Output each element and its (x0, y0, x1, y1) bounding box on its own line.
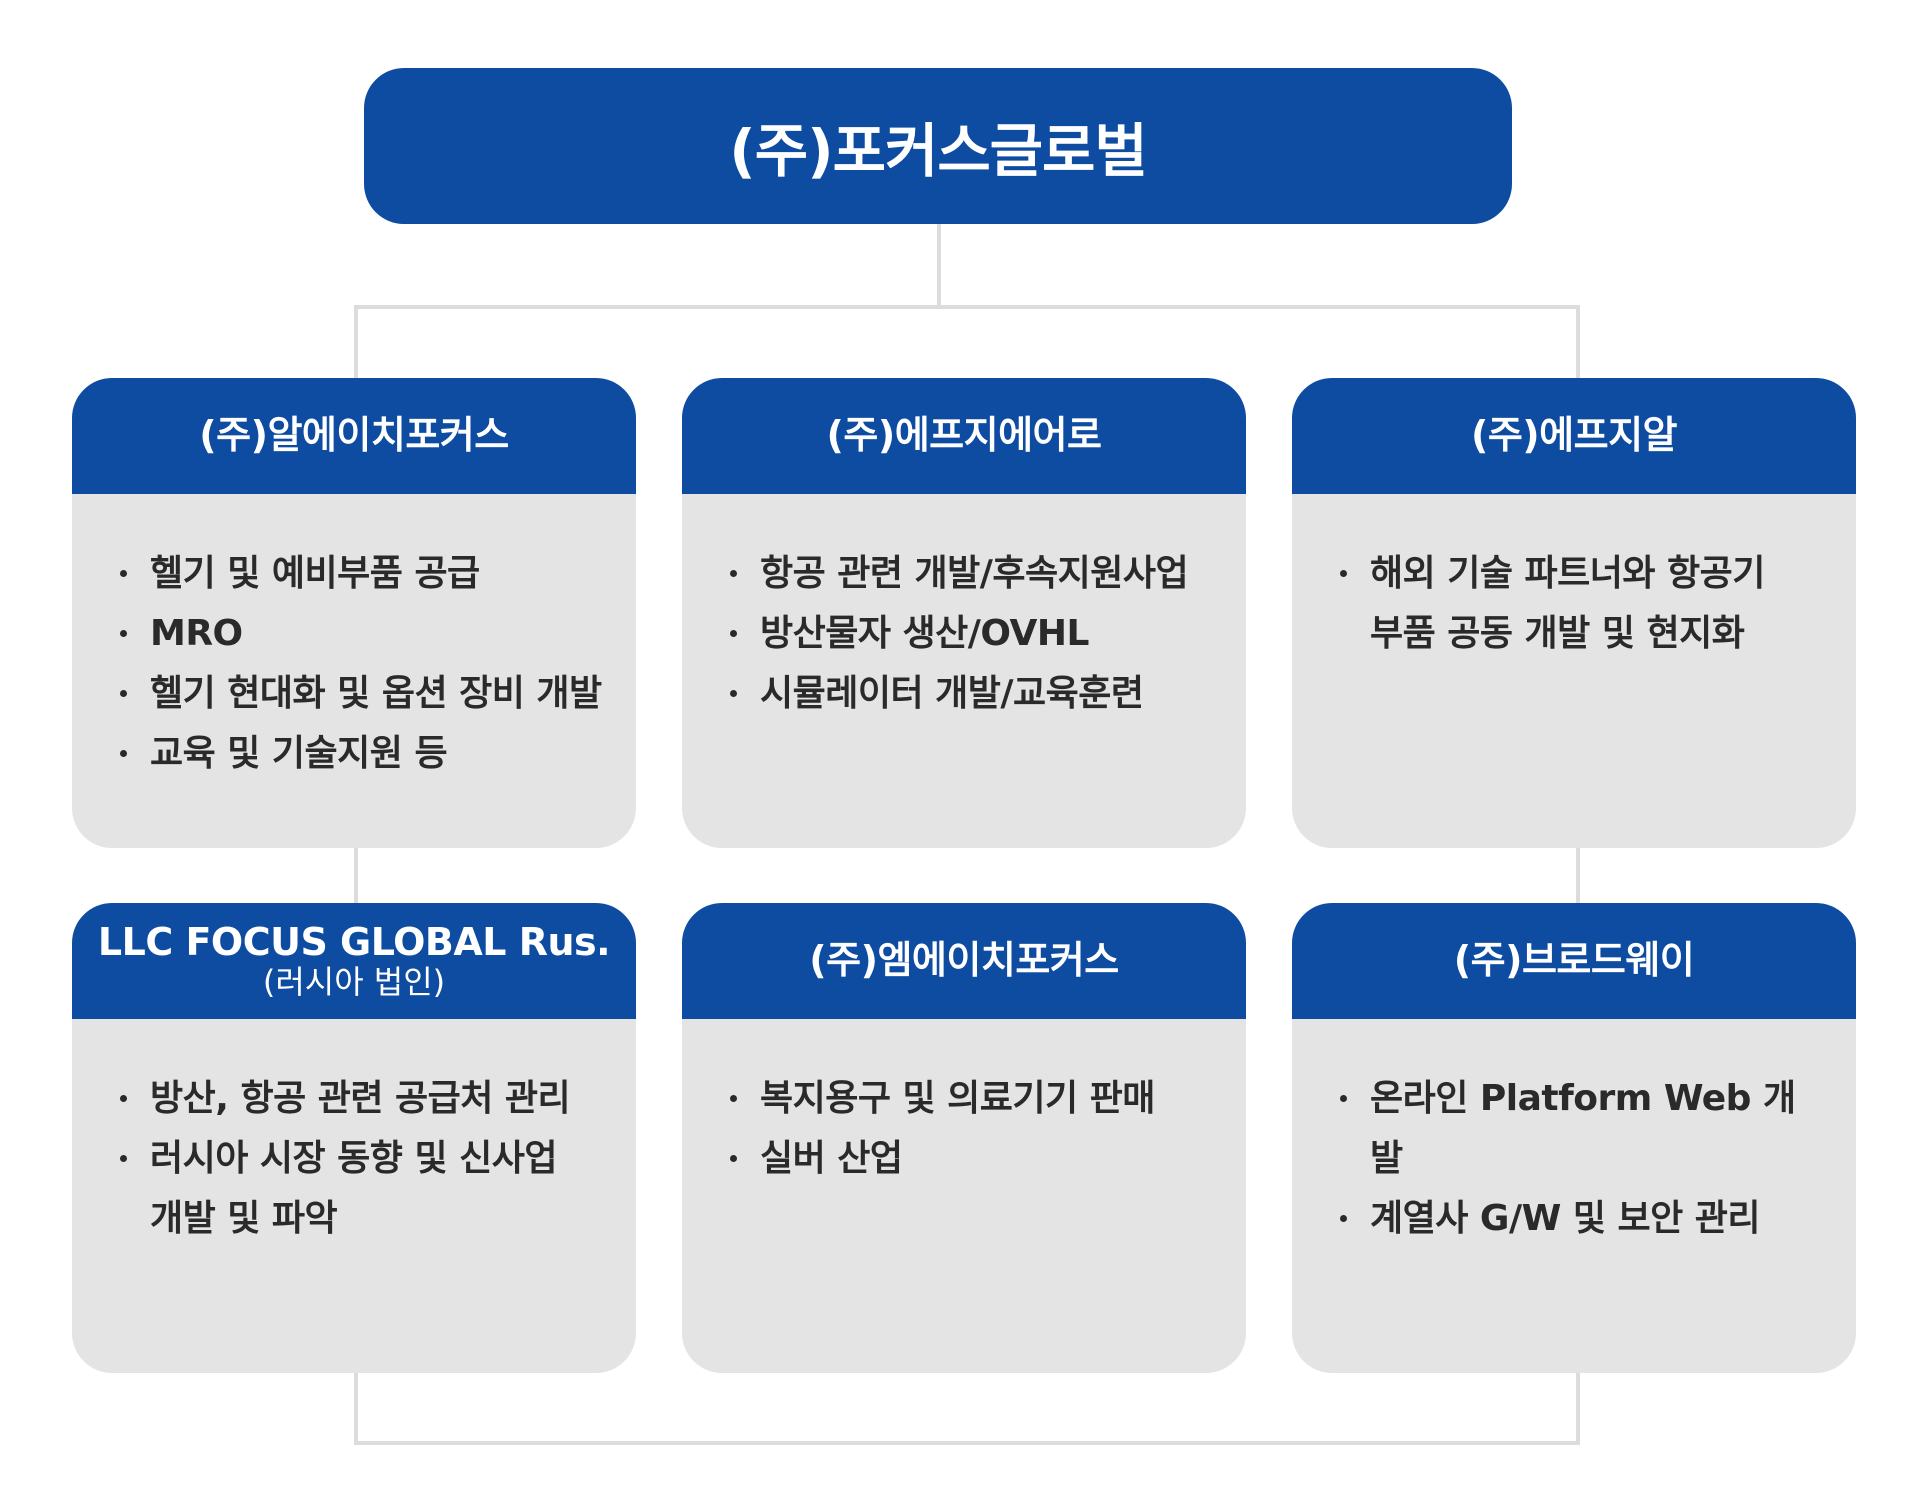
business-item: 계열사 G/W 및 보안 관리 (1332, 1189, 1826, 1249)
bullet-icon (730, 570, 737, 577)
bullet-icon (730, 1095, 737, 1102)
company-card-header: (주)에프지에어로 (682, 378, 1246, 494)
bullet-icon (1340, 1095, 1347, 1102)
business-item: 헬기 및 예비부품 공급 (112, 544, 606, 604)
business-item-text: MRO (150, 613, 243, 654)
company-name: (주)알에이치포커스 (199, 413, 509, 458)
business-list: 방산, 항공 관련 공급처 관리 러시아 시장 동향 및 신사업 개발 및 파악 (112, 1069, 606, 1249)
business-item-text: 해외 기술 파트너와 항공기 부품 공동 개발 및 현지화 (1370, 553, 1765, 654)
root-title: (주)포커스글로벌 (729, 117, 1148, 185)
connector-root-stem (937, 224, 941, 308)
business-item-text: 방산, 항공 관련 공급처 관리 (150, 1078, 571, 1119)
company-card-body: 온라인 Platform Web 개발 계열사 G/W 및 보안 관리 (1292, 1019, 1856, 1249)
business-item: 시뮬레이터 개발/교육훈련 (722, 664, 1216, 724)
company-name: (주)에프지에어로 (826, 413, 1102, 458)
business-item: 온라인 Platform Web 개발 (1332, 1069, 1826, 1189)
business-item: 러시아 시장 동향 및 신사업 개발 및 파악 (112, 1129, 606, 1249)
company-card-fgr: (주)에프지알 해외 기술 파트너와 항공기 부품 공동 개발 및 현지화 (1292, 378, 1856, 848)
bullet-icon (730, 630, 737, 637)
bullet-icon (1340, 1215, 1347, 1222)
company-card-header: (주)브로드웨이 (1292, 903, 1856, 1019)
company-card-body: 방산, 항공 관련 공급처 관리 러시아 시장 동향 및 신사업 개발 및 파악 (72, 1019, 636, 1249)
business-list: 항공 관련 개발/후속지원사업 방산물자 생산/OVHL 시뮬레이터 개발/교육… (722, 544, 1216, 724)
bullet-icon (730, 1155, 737, 1162)
company-card-body: 항공 관련 개발/후속지원사업 방산물자 생산/OVHL 시뮬레이터 개발/교육… (682, 494, 1246, 724)
business-item: 헬기 현대화 및 옵션 장비 개발 (112, 664, 606, 724)
bullet-icon (730, 690, 737, 697)
root-node: (주)포커스글로벌 (364, 68, 1512, 224)
business-item-text: 복지용구 및 의료기기 판매 (760, 1078, 1155, 1119)
bullet-icon (1340, 570, 1347, 577)
business-list: 해외 기술 파트너와 항공기 부품 공동 개발 및 현지화 (1332, 544, 1826, 664)
connector-bottom-bar (354, 1441, 1580, 1445)
bullet-icon (120, 570, 127, 577)
bullet-icon (120, 630, 127, 637)
company-card-mh-focus: (주)엠에이치포커스 복지용구 및 의료기기 판매 실버 산업 (682, 903, 1246, 1373)
business-item-text: 헬기 현대화 및 옵션 장비 개발 (150, 673, 602, 714)
company-card-body: 해외 기술 파트너와 항공기 부품 공동 개발 및 현지화 (1292, 494, 1856, 664)
company-subtitle: (러시아 법인) (262, 962, 446, 1001)
company-card-header: (주)엠에이치포커스 (682, 903, 1246, 1019)
company-card-broadway: (주)브로드웨이 온라인 Platform Web 개발 계열사 G/W 및 보… (1292, 903, 1856, 1373)
business-item-text: 실버 산업 (760, 1138, 903, 1179)
company-name: LLC FOCUS GLOBAL Rus. (97, 919, 611, 964)
company-card-header: (주)알에이치포커스 (72, 378, 636, 494)
business-item-text: 시뮬레이터 개발/교육훈련 (760, 673, 1144, 714)
business-list: 온라인 Platform Web 개발 계열사 G/W 및 보안 관리 (1332, 1069, 1826, 1249)
business-item-text: 방산물자 생산/OVHL (760, 613, 1089, 654)
business-item-text: 헬기 및 예비부품 공급 (150, 553, 480, 594)
business-item: 실버 산업 (722, 1129, 1216, 1189)
business-item-text: 계열사 G/W 및 보안 관리 (1370, 1198, 1761, 1239)
business-item: 해외 기술 파트너와 항공기 부품 공동 개발 및 현지화 (1332, 544, 1826, 664)
connector-right-drop (1576, 305, 1580, 1445)
business-item-text: 온라인 Platform Web 개발 (1370, 1078, 1796, 1179)
company-card-fg-aero: (주)에프지에어로 항공 관련 개발/후속지원사업 방산물자 생산/OVHL 시… (682, 378, 1246, 848)
bullet-icon (120, 690, 127, 697)
connector-left-drop (354, 305, 358, 1445)
business-item-text: 교육 및 기술지원 등 (150, 733, 448, 774)
connector-top-bar (354, 305, 1580, 309)
company-card-header: (주)에프지알 (1292, 378, 1856, 494)
company-name: (주)브로드웨이 (1453, 938, 1695, 983)
bullet-icon (120, 750, 127, 757)
business-list: 헬기 및 예비부품 공급 MRO 헬기 현대화 및 옵션 장비 개발 교육 및 … (112, 544, 606, 784)
business-item: 교육 및 기술지원 등 (112, 724, 606, 784)
company-card-header: LLC FOCUS GLOBAL Rus. (러시아 법인) (72, 903, 636, 1019)
company-name: (주)엠에이치포커스 (809, 938, 1119, 983)
business-list: 복지용구 및 의료기기 판매 실버 산업 (722, 1069, 1216, 1189)
company-card-body: 헬기 및 예비부품 공급 MRO 헬기 현대화 및 옵션 장비 개발 교육 및 … (72, 494, 636, 784)
bullet-icon (120, 1155, 127, 1162)
bullet-icon (120, 1095, 127, 1102)
business-item: 방산, 항공 관련 공급처 관리 (112, 1069, 606, 1129)
business-item: 항공 관련 개발/후속지원사업 (722, 544, 1216, 604)
company-card-rh-focus: (주)알에이치포커스 헬기 및 예비부품 공급 MRO 헬기 현대화 및 옵션 … (72, 378, 636, 848)
business-item: 방산물자 생산/OVHL (722, 604, 1216, 664)
business-item-text: 러시아 시장 동향 및 신사업 개발 및 파악 (150, 1138, 557, 1239)
business-item: 복지용구 및 의료기기 판매 (722, 1069, 1216, 1129)
business-item: MRO (112, 604, 606, 664)
company-card-body: 복지용구 및 의료기기 판매 실버 산업 (682, 1019, 1246, 1189)
company-card-llc-focus-global-rus: LLC FOCUS GLOBAL Rus. (러시아 법인) 방산, 항공 관련… (72, 903, 636, 1373)
business-item-text: 항공 관련 개발/후속지원사업 (760, 553, 1189, 594)
company-name: (주)에프지알 (1470, 413, 1678, 458)
